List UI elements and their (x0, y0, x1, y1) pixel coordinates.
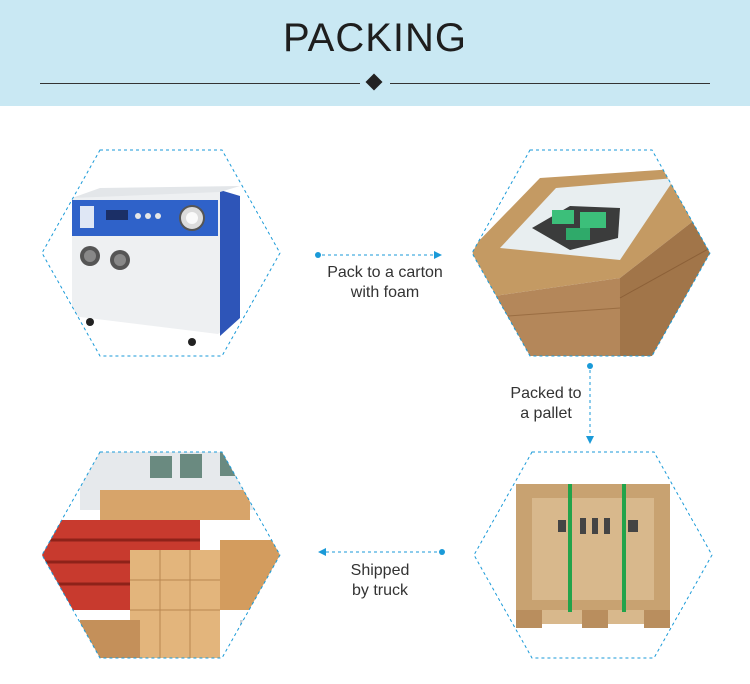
step-label-carton-line1: Pack to a carton (327, 264, 443, 281)
step-label-pallet-line2: a pallet (520, 405, 572, 422)
step-label-truck: Shipped by truck (300, 561, 460, 601)
step-label-carton-line2: with foam (350, 284, 420, 301)
arrow-down-icon (586, 363, 594, 444)
carton-with-foam-image (470, 148, 712, 358)
step-label-truck-line1: Shipped (350, 562, 410, 579)
divider-diamond-icon (365, 73, 383, 91)
step-label-pallet-line1: Packed to (510, 385, 582, 402)
page-title: PACKING (282, 16, 468, 60)
step-label-carton: Pack to a carton with foam (300, 263, 470, 303)
title-divider-left (40, 83, 360, 84)
arrow-right-icon (315, 251, 442, 259)
product-machine-image (40, 148, 282, 358)
header-band: PACKING (0, 0, 750, 106)
title-divider-right (390, 83, 710, 84)
step-label-truck-line2: by truck (351, 582, 408, 599)
wooden-pallet-crate-image (472, 450, 714, 660)
step-label-pallet: Packed to a pallet (490, 384, 602, 424)
truck-loading-image (40, 450, 282, 660)
arrow-left-icon (318, 548, 445, 556)
